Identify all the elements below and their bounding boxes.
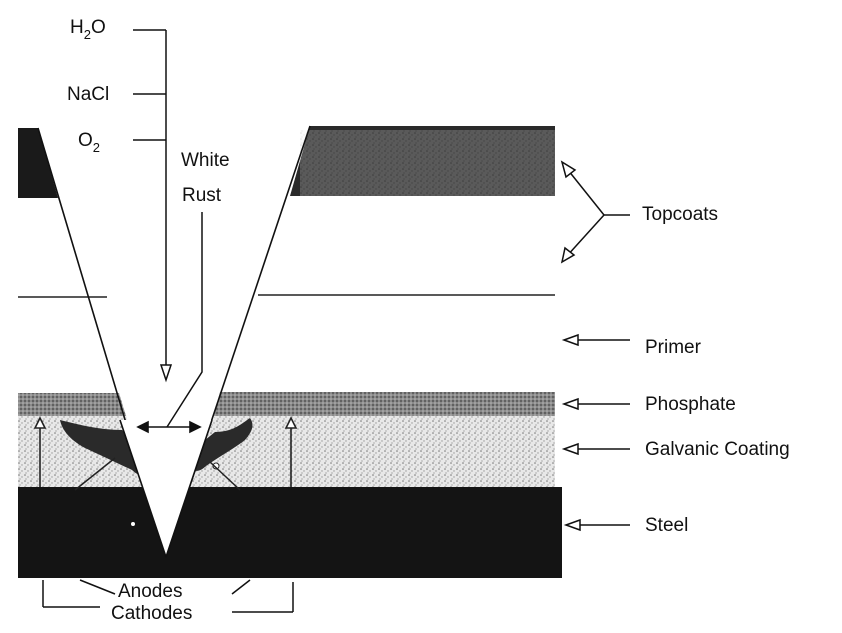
corrosion-deposit-left — [60, 420, 155, 476]
steel-layer-left — [18, 487, 166, 578]
white-rust-label-line2: Rust — [182, 185, 222, 206]
environment-arrow — [133, 29, 173, 383]
topcoats-label: Topcoats — [642, 204, 719, 225]
o2-label: O2 — [78, 130, 101, 155]
white-rust-width-arrow — [136, 420, 202, 434]
cathode-arrow-left — [33, 416, 47, 487]
anode-line-right — [209, 461, 241, 491]
galvanic-coating-right — [188, 415, 555, 488]
corrosion-deposit-right — [185, 418, 253, 471]
primer-pointer — [561, 333, 630, 347]
cathode-arrow-right — [284, 416, 298, 487]
white-rust-label-line1: White — [181, 150, 230, 171]
primer-label: Primer — [645, 337, 701, 358]
phosphate-layer-right — [214, 392, 555, 416]
h2o-label: H2O — [70, 17, 106, 42]
topcoat-left-band — [18, 128, 58, 198]
cathodes-label: Cathodes — [111, 603, 193, 624]
phosphate-layer-left — [18, 393, 126, 416]
anodes-label: Anodes — [118, 581, 183, 602]
steel-layer-right — [166, 487, 562, 578]
steel-pointer — [563, 518, 630, 532]
phosphate-pointer — [561, 397, 630, 411]
steel-label: Steel — [645, 515, 689, 536]
nacl-label: NaCl — [67, 84, 110, 105]
phosphate-label: Phosphate — [645, 394, 736, 415]
bottom-leader-lines — [42, 579, 294, 613]
galvanic-coating-pointer — [561, 442, 630, 456]
galvanic-coating-label: Galvanic Coating — [645, 439, 790, 460]
white-rust-leader-line — [166, 212, 203, 428]
anode-line-left — [74, 457, 116, 491]
topcoats-pointer — [560, 160, 630, 264]
